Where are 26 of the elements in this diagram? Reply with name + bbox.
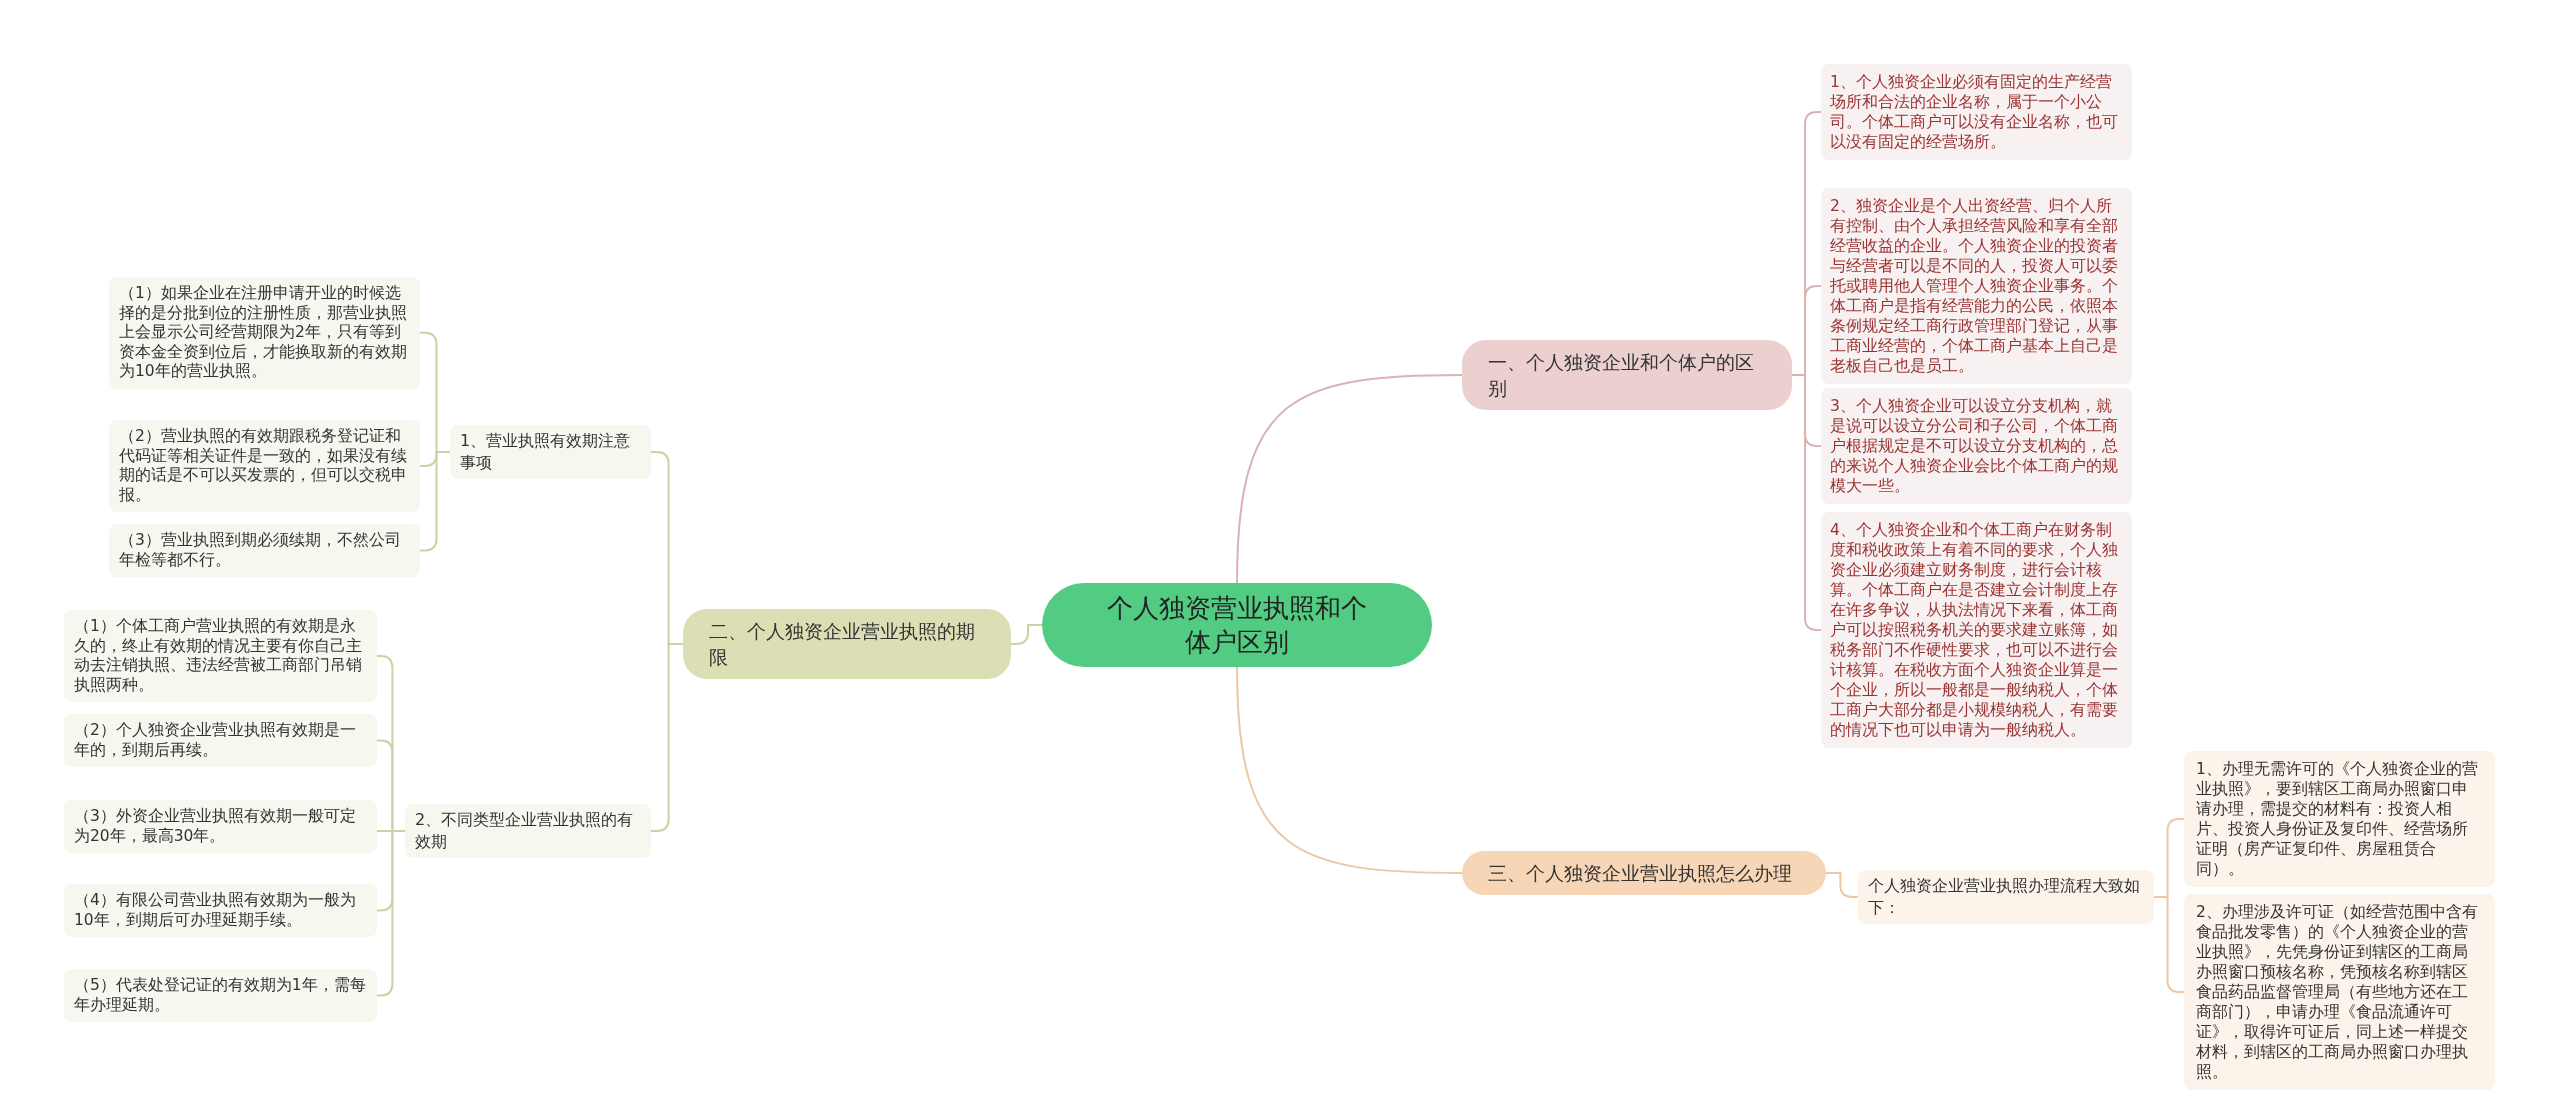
subtopic-box: 个人独资企业营业执照办理流程大致如下： [1858,870,2154,924]
note-card: （2）营业执照的有效期跟税务登记证和代码证等相关证件是一致的，如果没有续期的话是不可以买发票的，但可以交税申报。 [109,420,420,512]
branch-topic: 一、个人独资企业和个体户的区别 [1462,340,1792,410]
note-card: 4、个人独资企业和个体工商户在财务制度和税收政策上有着不同的要求，个人独资企业必须建立财务制度，进行会计核算。个体工商户在是否建立会计制度上存在许多争议，从执法情况下来看，体工商户可以按照税务机关的要求建立账簿，如税务部门不作硬性要求，也可以不进行会计核算。在税收方面个人独资企业算是一个企业，所以一般都是一般纳税人，个体工商户大部分都是小规模纳税人，有需要的情况下也可以申请为一般纳税人。 [1821,512,2132,748]
note-card: （2）个人独资企业营业执照有效期是一年的，到期后再续。 [64,714,377,767]
subtopic-box: 1、营业执照有效期注意事项 [450,425,651,479]
central-topic: 个人独资营业执照和个体户区别 [1042,583,1432,667]
branch-topic: 二、个人独资企业营业执照的期限 [683,609,1011,679]
note-card: 1、办理无需许可的《个人独资企业的营业执照》，要到辖区工商局办照窗口申请办理，需提交的材料有：投资人相片、投资人身份证及复印件、经营场所证明（房产证复印件、房屋租赁合同）。 [2184,751,2495,887]
note-card: （3）营业执照到期必须续期，不然公司年检等都不行。 [109,524,420,577]
note-card: （5）代表处登记证的有效期为1年，需每年办理延期。 [64,969,377,1022]
note-card: 2、独资企业是个人出资经营、归个人所有控制、由个人承担经营风险和享有全部经营收益的企业。个人独资企业的投资者与经营者可以是不同的人，投资人可以委托或聘用他人管理个人独资企业事务。个体工商户是指有经营能力的公民，依照本条例规定经工商行政管理部门登记，从事工商业经营的，个体工商户基本上自己是老板自己也是员工。 [1821,188,2132,384]
note-card: （3）外资企业营业执照有效期一般可定为20年，最高30年。 [64,800,377,853]
connector-line [1236,374,1463,584]
connector-line [1825,872,1859,898]
note-card: （4）有限公司营业执照有效期为一般为10年，到期后可办理延期手续。 [64,884,377,937]
note-card: 3、个人独资企业可以设立分支机构，就是说可以设立分公司和子公司，个体工商户根据规定是不可以设立分支机构的，总的来说个人独资企业会比个体工商户的规模大一些。 [1821,388,2132,504]
note-card: 1、个人独资企业必须有固定的生产经营场所和合法的企业名称，属于一个小公司。个体工商户可以没有企业名称，也可以没有固定的经营场所。 [1821,64,2132,160]
connector-line [1010,624,1043,645]
connector-line [376,830,406,997]
note-card: （1）个体工商户营业执照的有效期是永久的，终止有效期的情况主要有你自己主动去注销执照、违法经营被工商部门吊销执照两种。 [64,610,377,702]
connector-line [1236,666,1463,874]
note-card: 2、办理涉及许可证（如经营范围中含有食品批发零售）的《个人独资企业的营业执照》，先凭身份证到辖区的工商局办照窗口预核名称，凭预核名称到辖区食品药品监督管理局（有些地方还在工商部门），申请办理《食品流通许可证》，取得许可证后，同上述一样提交材料，到辖区的工商局办照窗口办理执照。 [2184,894,2495,1090]
subtopic-box: 2、不同类型企业营业执照的有效期 [405,804,651,858]
branch-topic: 三、个人独资企业营业执照怎么办理 [1462,851,1826,895]
note-card: （1）如果企业在注册申请开业的时候选择的是分批到位的注册性质，那营业执照上会显示公司经营期限为2年，只有等到资本金全资到位后，才能换取新的有效期为10年的营业执照。 [109,277,420,389]
